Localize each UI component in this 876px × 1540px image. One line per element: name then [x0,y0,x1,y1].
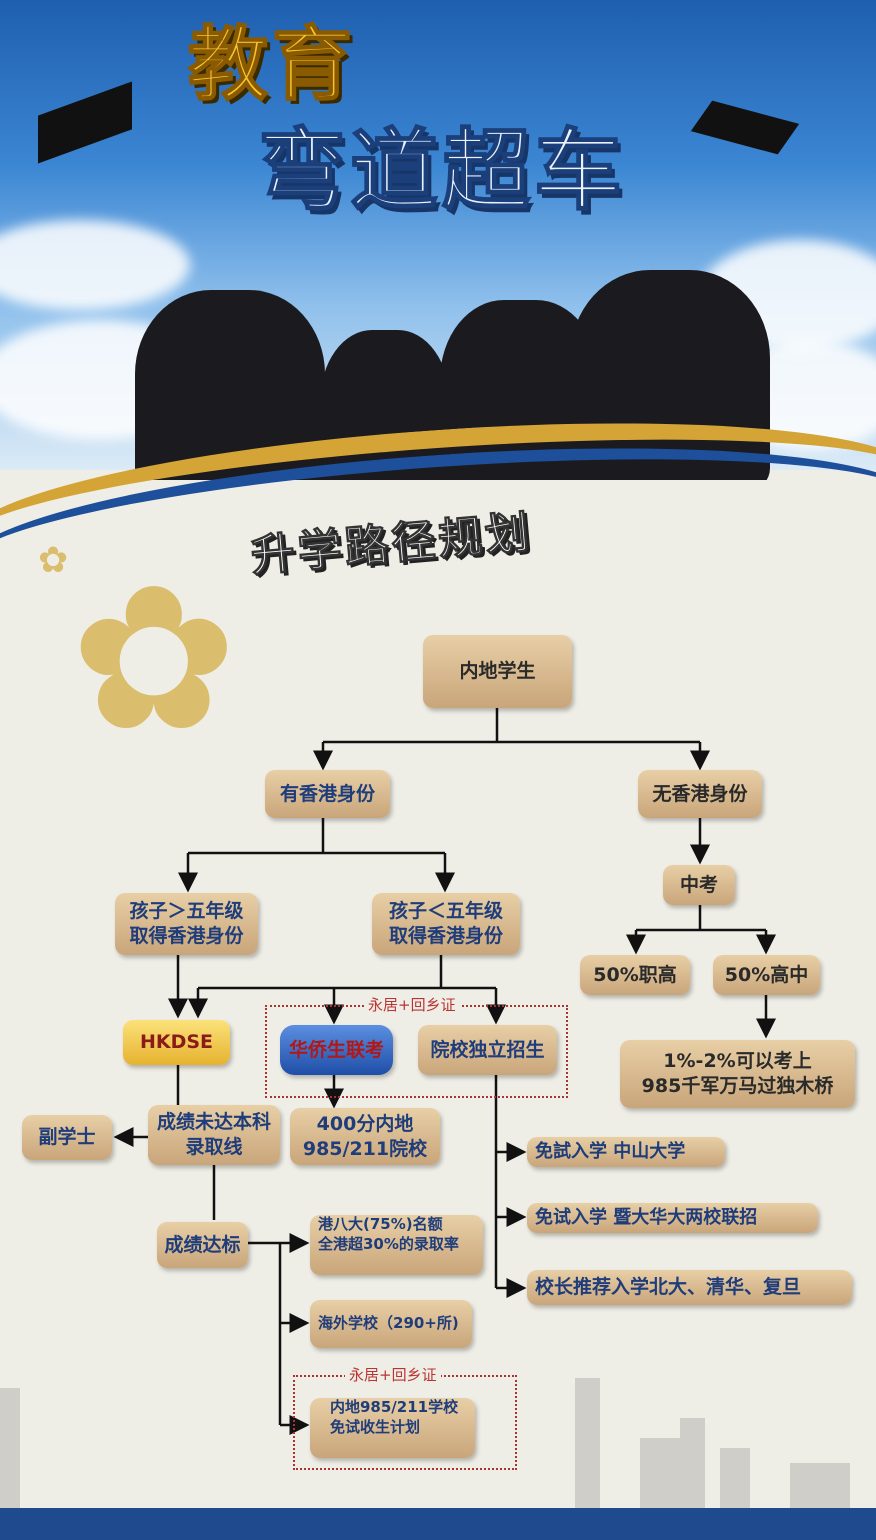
line: 孩子＜五年级 [388,900,503,923]
line: 取得香港身份 [388,925,503,947]
node-child-gt5: 孩子＞五年级取得香港身份 [115,893,258,955]
node-hk8: 港八大(75%)名额全港超30%的录取率 [310,1215,483,1275]
graduate-figure [570,270,770,490]
skyline [790,1463,850,1508]
line: 985/211院校 [302,1137,428,1160]
node-has-hk: 有香港身份 [265,770,390,818]
line: 成绩未达本科 [156,1111,271,1134]
permit-label: 永居+回乡证 [364,994,460,1015]
skyline [0,1388,20,1508]
line: 400分内地 [316,1112,414,1135]
line: 内地985/211学校 [330,1398,459,1416]
node-hkdse: HKDSE [123,1020,230,1065]
node-no-hk: 无香港身份 [638,770,762,818]
bauhinia-icon: ✿ [70,543,238,776]
skyline [640,1438,680,1508]
footer-bar [0,1508,876,1540]
line: 全港超30%的录取率 [318,1234,459,1253]
graduate-figure [135,290,325,500]
node-root: 内地学生 [423,635,572,708]
cloud [0,220,190,310]
line: 1%-2%可以考上 [663,1050,812,1073]
permit-label-2: 永居+回乡证 [345,1364,441,1385]
line: 港八大(75%)名额 [318,1215,443,1233]
title-line1: 教育 [187,17,356,112]
node-overseas-schools: 海外学校（290+所) [310,1300,472,1348]
title-line2: 弯道超车 [257,118,627,223]
node-zhongkao: 中考 [663,865,735,905]
node-child-lt5: 孩子＜五年级取得香港身份 [372,893,520,955]
node-highschool: 50%高中 [713,955,820,995]
node-zsu: 免試入学 中山大学 [527,1137,725,1167]
node-overseas-exam: 华侨生联考 [280,1025,393,1075]
line: 985千军万马过独木桥 [641,1075,834,1097]
skyline [720,1448,750,1508]
node-independent: 院校独立招生 [418,1025,557,1075]
line: 孩子＞五年级 [129,900,244,923]
bauhinia-icon: ✿ [38,540,69,581]
node-mainland985: 内地985/211学校免试收生计划 [310,1398,475,1458]
line: 免试收生计划 [330,1417,421,1436]
line: 录取线 [185,1136,243,1158]
line: 取得香港身份 [129,925,244,947]
node-principal: 校长推荐入学北大、清华、复旦 [527,1270,852,1305]
node-associate: 副学士 [22,1115,112,1160]
skyline [575,1378,600,1508]
node-vocational: 50%职高 [580,955,690,995]
node-below-line: 成绩未达本科录取线 [148,1105,280,1165]
skyline [680,1418,705,1508]
node-qualified: 成绩达标 [157,1222,248,1268]
node-jinan: 免试入学 暨大华大两校联招 [527,1203,818,1233]
